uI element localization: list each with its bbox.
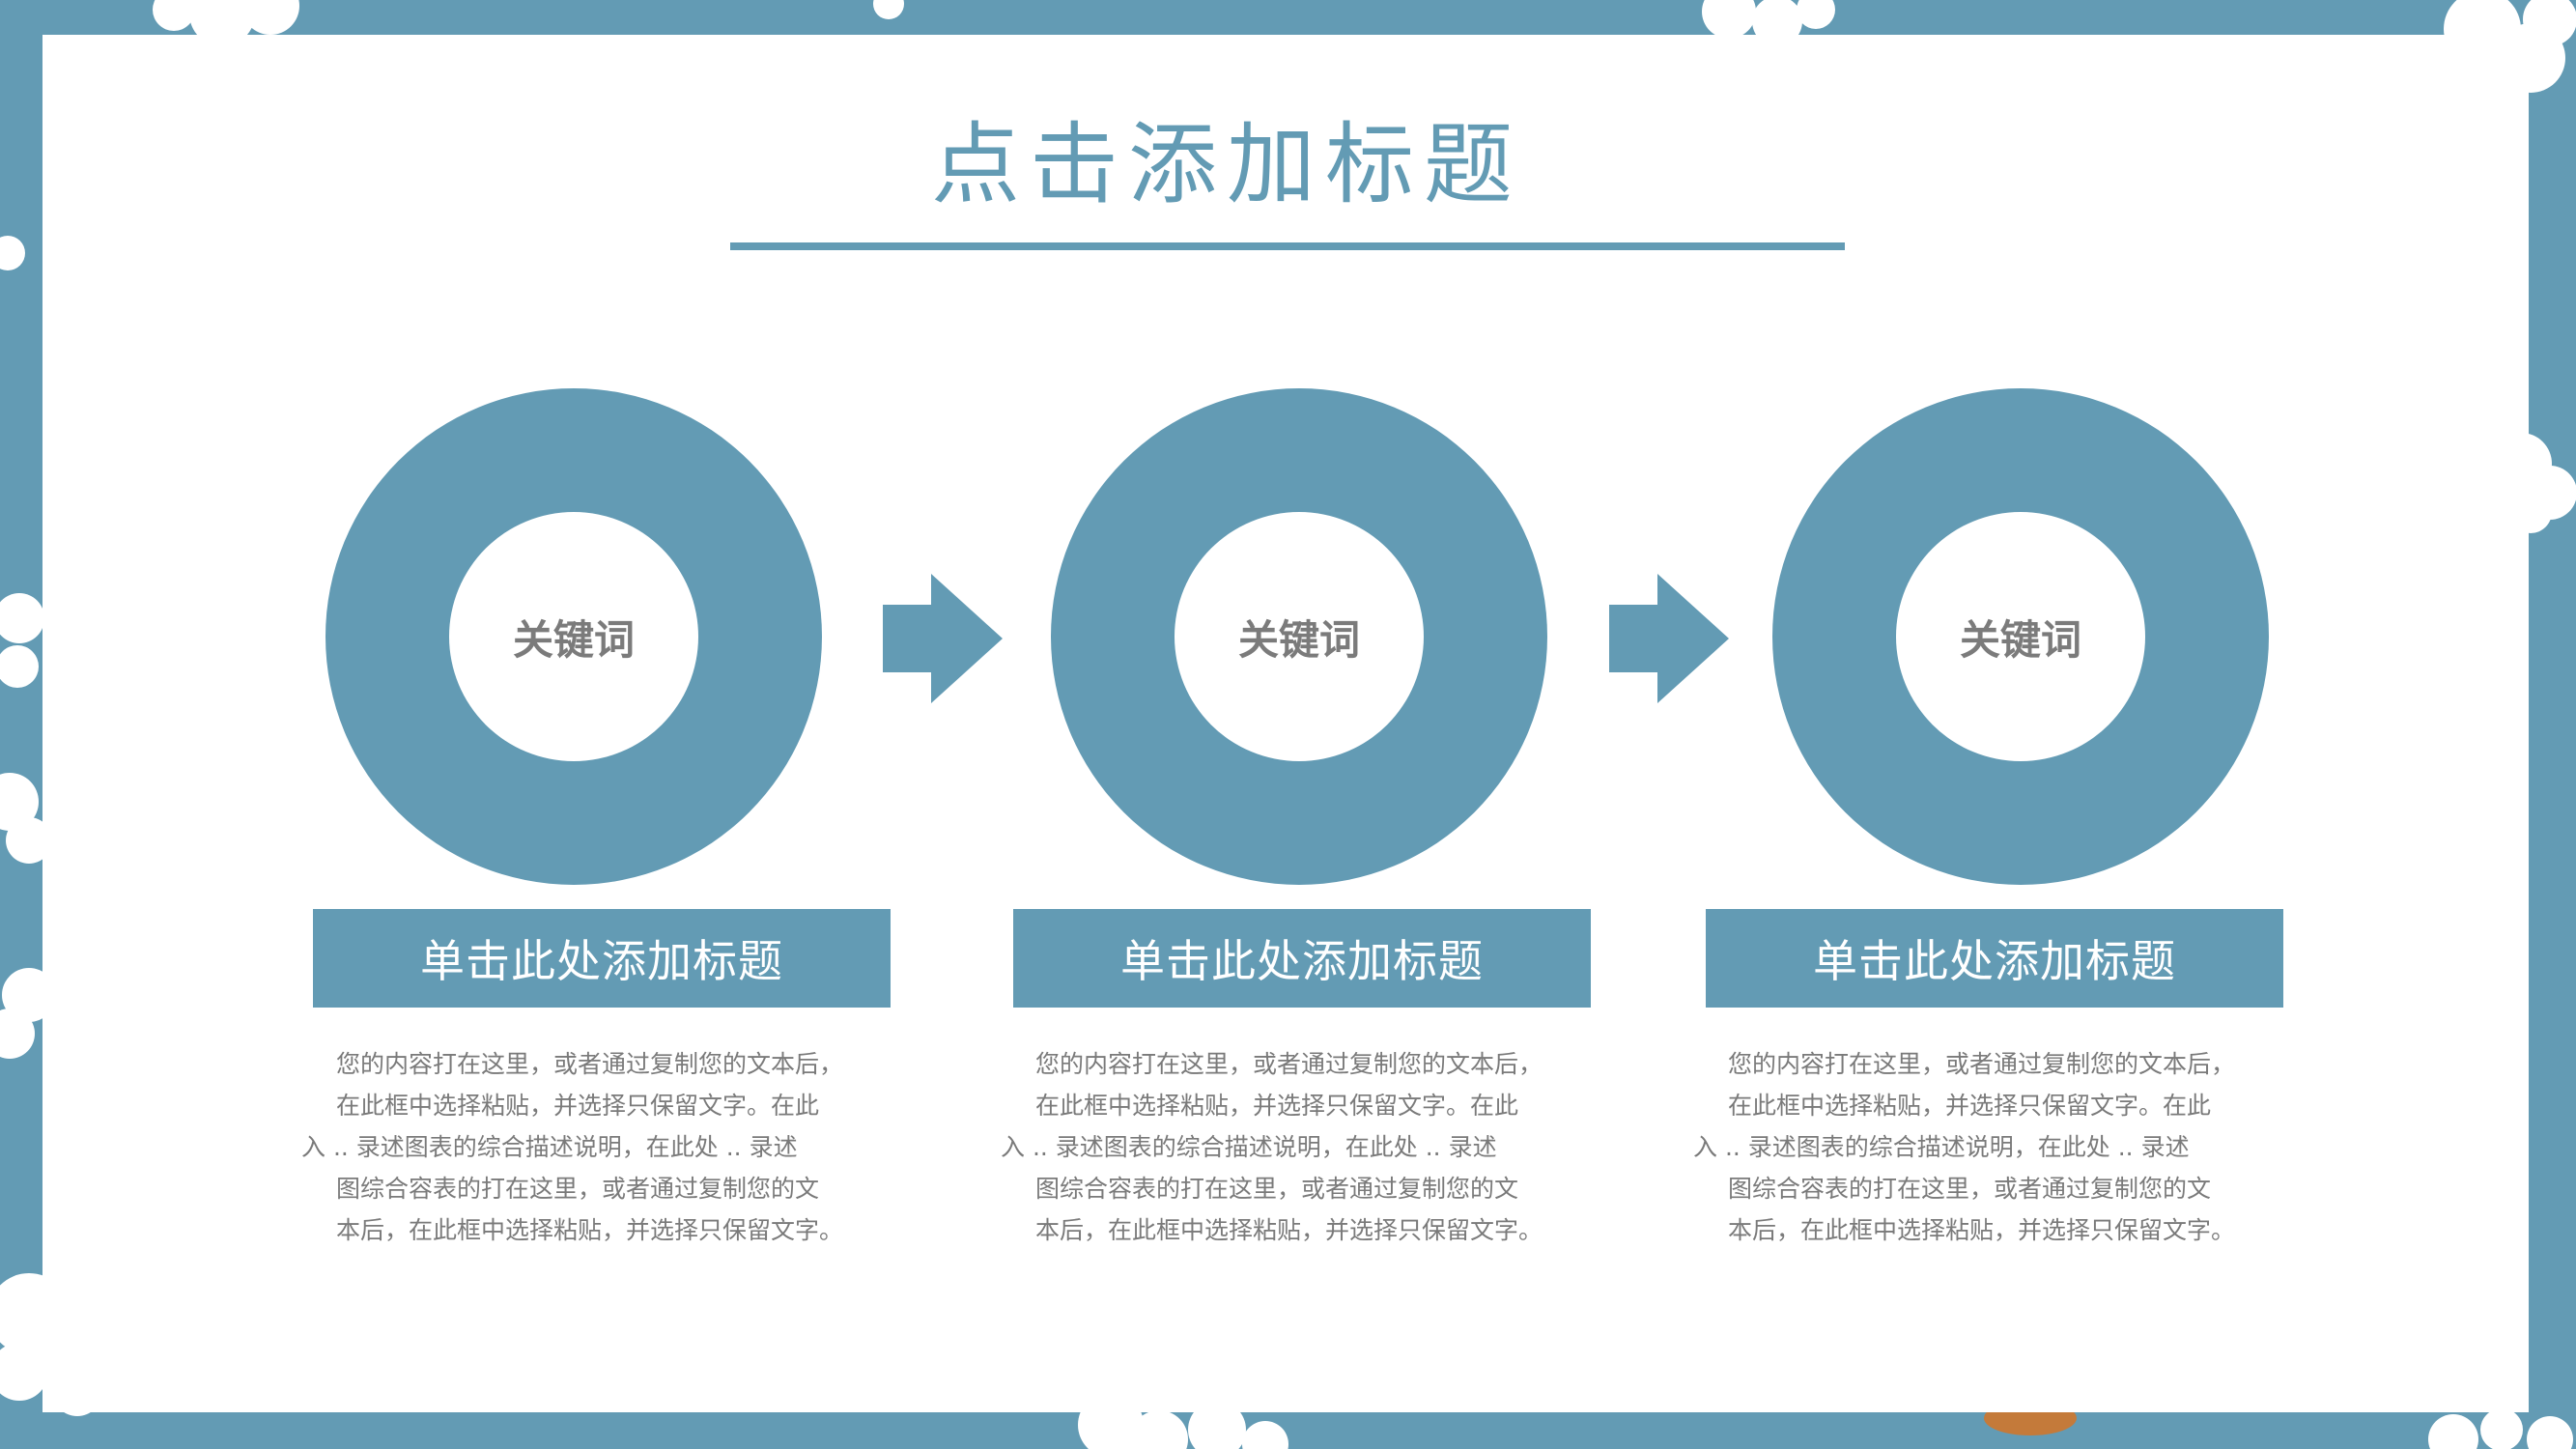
step-3-keyword[interactable]: 关键词 <box>1959 615 2081 664</box>
step-2-ring: 关键词 <box>1051 388 1547 885</box>
slide-title[interactable]: 点击添加标题 <box>930 113 1522 216</box>
step-1-ring-center: 关键词 <box>449 512 698 761</box>
step-3-ring-center: 关键词 <box>1896 512 2145 761</box>
right-arrow-icon <box>883 574 1003 703</box>
step-1-keyword[interactable]: 关键词 <box>512 615 635 664</box>
step-3-line-3: 入 .. 录述图表的综合描述说明，在此处 .. 录述 <box>1693 1133 2190 1161</box>
step-3-line-1: 您的内容打在这里，或者通过复制您的文本后， <box>1728 1050 2236 1078</box>
step-3-description[interactable]: 您的内容打在这里，或者通过复制您的文本后， 在此框中选择粘贴，并选择只保留文字。… <box>1693 1043 2292 1251</box>
step-2-line-4: 图综合容表的打在这里，或者通过复制您的文 <box>1035 1175 1519 1203</box>
step-2-ring-center: 关键词 <box>1175 512 1424 761</box>
step-3-line-5: 本后，在此框中选择粘贴，并选择只保留文字。 <box>1728 1216 2236 1244</box>
title-underline <box>730 242 1845 250</box>
step-1-line-4: 图综合容表的打在这里，或者通过复制您的文 <box>336 1175 820 1203</box>
step-1-line-1: 您的内容打在这里，或者通过复制您的文本后， <box>336 1050 844 1078</box>
step-2-line-1: 您的内容打在这里，或者通过复制您的文本后， <box>1035 1050 1543 1078</box>
step-3-heading[interactable]: 单击此处添加标题 <box>1706 909 2283 1008</box>
step-1-line-5: 本后，在此框中选择粘贴，并选择只保留文字。 <box>336 1216 844 1244</box>
step-3-line-2: 在此框中选择粘贴，并选择只保留文字。在此 <box>1728 1092 2212 1120</box>
step-2-heading[interactable]: 单击此处添加标题 <box>1013 909 1591 1008</box>
step-2-line-2: 在此框中选择粘贴，并选择只保留文字。在此 <box>1035 1092 1519 1120</box>
step-3-line-4: 图综合容表的打在这里，或者通过复制您的文 <box>1728 1175 2212 1203</box>
step-3-ring: 关键词 <box>1772 388 2269 885</box>
step-2-keyword[interactable]: 关键词 <box>1237 615 1360 664</box>
step-1-line-3: 入 .. 录述图表的综合描述说明，在此处 .. 录述 <box>301 1133 798 1161</box>
step-1-line-2: 在此框中选择粘贴，并选择只保留文字。在此 <box>336 1092 820 1120</box>
step-2-line-3: 入 .. 录述图表的综合描述说明，在此处 .. 录述 <box>1001 1133 1497 1161</box>
step-1-heading[interactable]: 单击此处添加标题 <box>313 909 891 1008</box>
step-2-line-5: 本后，在此框中选择粘贴，并选择只保留文字。 <box>1035 1216 1543 1244</box>
right-arrow-icon <box>1609 574 1729 703</box>
step-1-description[interactable]: 您的内容打在这里，或者通过复制您的文本后， 在此框中选择粘贴，并选择只保留文字。… <box>301 1043 900 1251</box>
step-2-description[interactable]: 您的内容打在这里，或者通过复制您的文本后， 在此框中选择粘贴，并选择只保留文字。… <box>1001 1043 1599 1251</box>
step-1-ring: 关键词 <box>326 388 822 885</box>
